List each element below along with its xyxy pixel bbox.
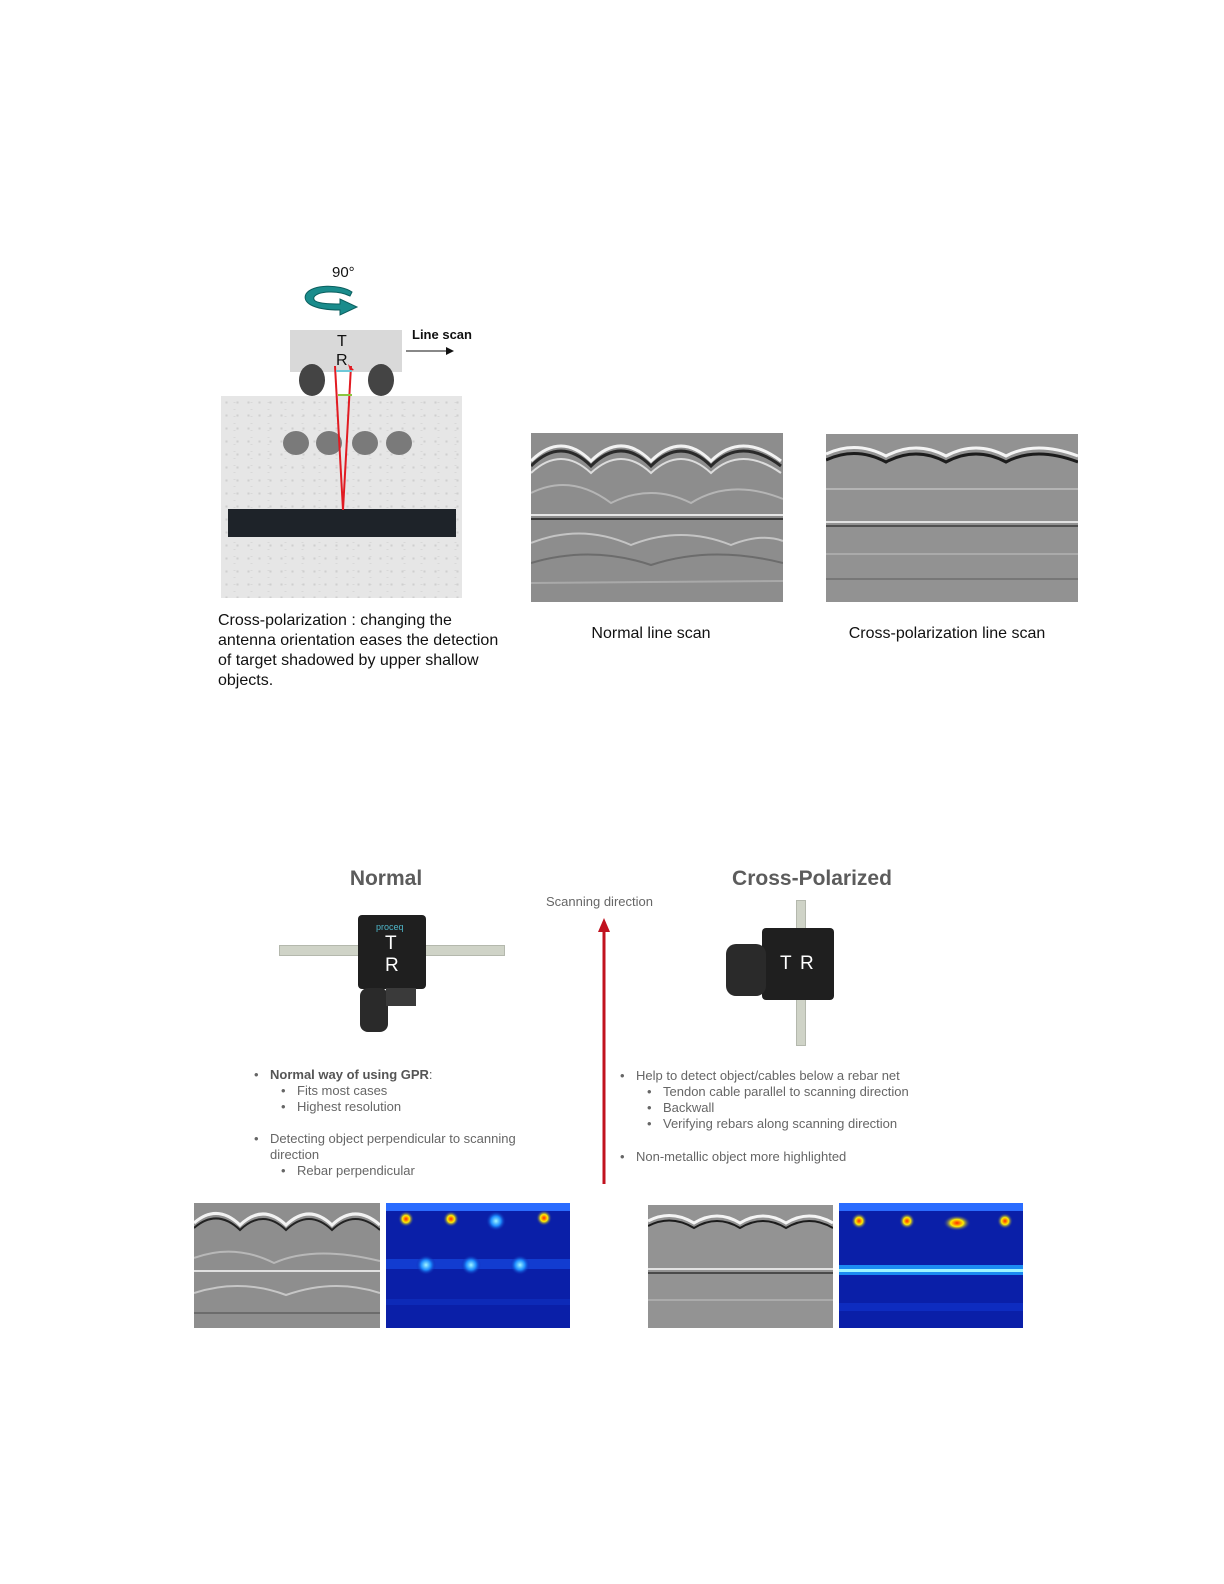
caption-cross-polarization: Cross-polarization : changing the antenn… — [218, 612, 499, 689]
cross-bullet-1: •Help to detect object/cables below a re… — [620, 1068, 900, 1083]
normal-sub-bullet-3: •Rebar perpendicular — [281, 1163, 415, 1178]
cross-bscan-image — [648, 1205, 833, 1328]
normal-sub-bullet-1-text: Fits most cases — [297, 1083, 388, 1098]
normal-bullet-1-bold: Normal way of using GPR — [270, 1067, 429, 1082]
caption-cross-polarization-line-scan: Cross-polarization line scan — [848, 625, 1046, 642]
normal-device-wheel — [360, 988, 388, 1032]
normal-bullet-2-text: Detecting object perpendicular to scanni… — [270, 1131, 516, 1162]
normal-bullet-2: •Detecting object perpendicular to scann… — [254, 1131, 534, 1163]
scanning-direction-arrow-icon — [598, 918, 610, 1184]
cross-bullet-1-text: Help to detect object/cables below a reb… — [636, 1068, 900, 1083]
cross-sub-bullet-2-text: Backwall — [663, 1100, 715, 1115]
scanning-direction-label: Scanning direction — [546, 894, 653, 909]
normal-title: Normal — [349, 867, 423, 890]
rebar-4 — [386, 431, 412, 455]
cross-sub-bullet-3-text: Verifying rebars along scanning directio… — [663, 1116, 898, 1131]
normal-sub-bullet-3-text: Rebar perpendicular — [297, 1163, 415, 1178]
rotation-arrow-icon — [304, 285, 359, 316]
normal-device-axle — [386, 988, 416, 1006]
device-r-label: R — [336, 352, 348, 369]
wheel-left — [299, 364, 325, 396]
cross-sub-bullet-1-text: Tendon cable parallel to scanning direct… — [663, 1084, 909, 1099]
normal-bullet-1-rest: : — [428, 1067, 433, 1082]
normal-sub-bullet-1: •Fits most cases — [281, 1083, 388, 1098]
normal-device-body — [358, 915, 426, 989]
normal-heatmap-image — [386, 1203, 570, 1328]
wheel-right — [368, 364, 394, 396]
cross-polarized-title: Cross-Polarized — [732, 867, 892, 890]
line-scan-arrow-icon — [406, 347, 454, 355]
normal-line-scan-image — [531, 433, 783, 602]
cross-device-t: T — [780, 953, 792, 974]
cross-sub-bullet-3: •Verifying rebars along scanning directi… — [647, 1116, 898, 1131]
cross-bullet-2: •Non-metallic object more highlighted — [620, 1149, 847, 1164]
rebar-1 — [283, 431, 309, 455]
rebar-2 — [316, 431, 342, 455]
cross-sub-bullet-1: •Tendon cable parallel to scanning direc… — [647, 1084, 909, 1099]
deep-target-bar — [228, 509, 456, 537]
normal-device-r: R — [385, 955, 399, 976]
normal-device-t: T — [385, 933, 397, 954]
cross-sub-bullet-2: •Backwall — [647, 1100, 715, 1115]
device-t-label: T — [337, 333, 347, 350]
normal-sub-bullet-2-text: Highest resolution — [297, 1099, 402, 1114]
line-scan-label: Line scan — [412, 327, 472, 342]
cross-heatmap-image — [839, 1203, 1023, 1328]
normal-bscan-image — [194, 1203, 380, 1328]
rebar-3 — [352, 431, 378, 455]
cross-device-wheel — [726, 944, 766, 996]
normal-sub-bullet-2: •Highest resolution — [281, 1099, 402, 1114]
cross-device-r: R — [800, 953, 814, 974]
radar-rays-icon — [334, 364, 354, 511]
normal-bullet-1: • Normal way of using GPR: — [254, 1067, 433, 1082]
rotation-label: 90° — [332, 264, 355, 281]
normal-device-brand: proceq — [376, 922, 404, 932]
cross-bullet-2-text: Non-metallic object more highlighted — [636, 1149, 847, 1164]
cross-device-body — [762, 928, 834, 1000]
cross-polarization-line-scan-image — [826, 434, 1078, 602]
caption-normal-line-scan: Normal line scan — [591, 625, 711, 642]
